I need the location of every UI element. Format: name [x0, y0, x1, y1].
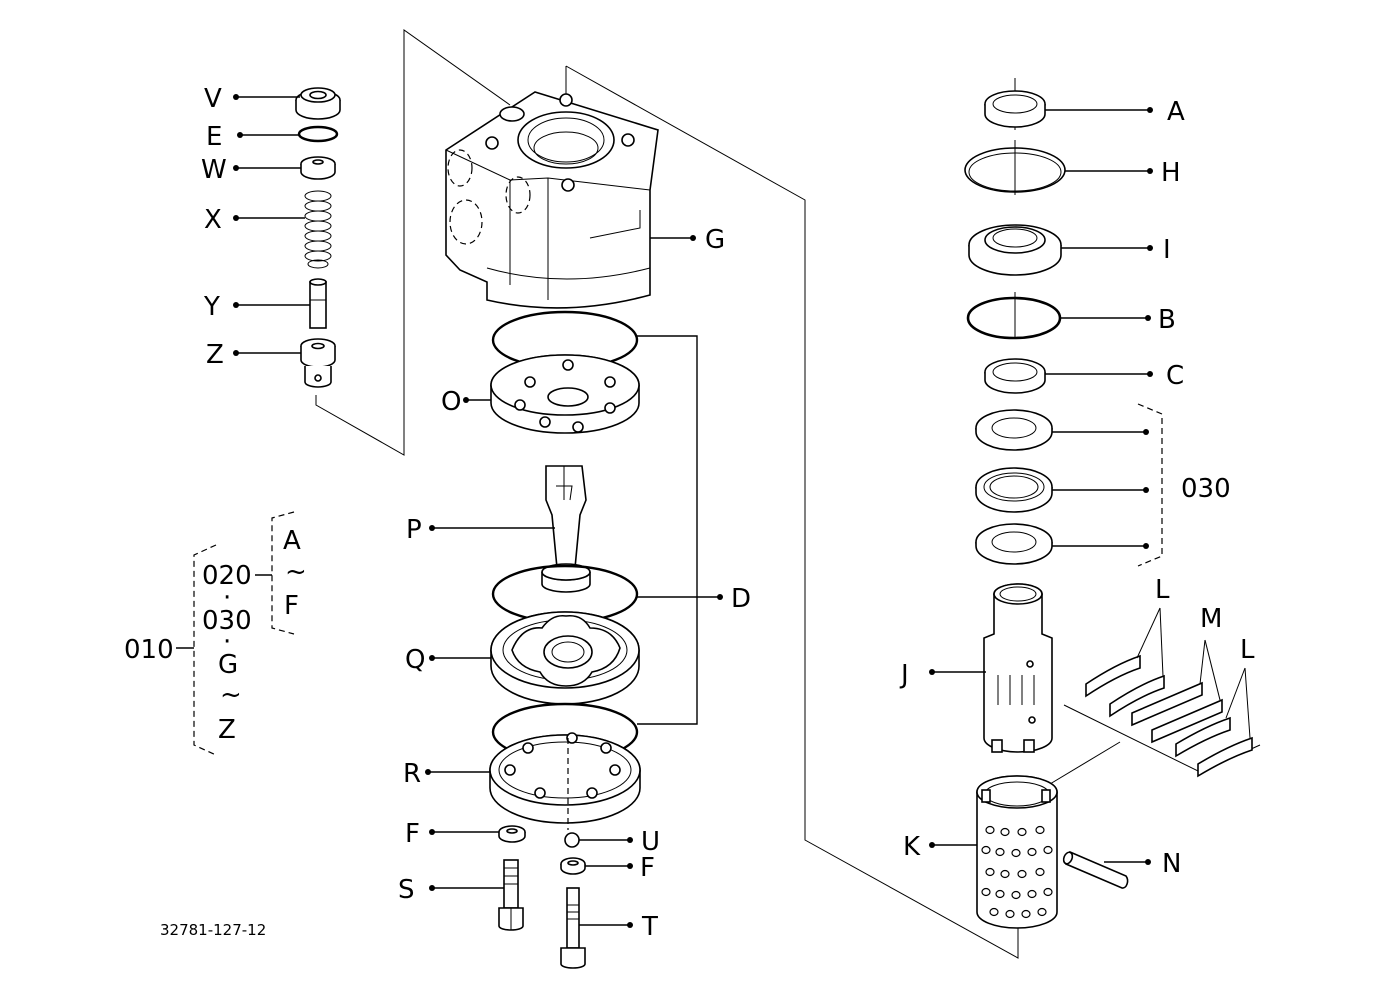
assembly-tree — [176, 511, 295, 756]
sleeve-hole — [1011, 890, 1021, 900]
seal-C — [984, 358, 1046, 394]
housing-G — [445, 91, 659, 309]
label-E: E — [206, 122, 222, 152]
label-W: W — [201, 155, 227, 185]
label-Z: Z — [206, 340, 224, 370]
sleeve-hole — [1005, 909, 1015, 919]
sleeve-hole — [1017, 827, 1027, 837]
tree-030: 030 — [202, 606, 252, 636]
tree-range2-end: Z — [218, 715, 236, 745]
sleeve-hole — [1043, 887, 1053, 897]
tree-range1-end: F — [284, 591, 299, 621]
tree-range2-tilde: ~ — [220, 680, 242, 710]
sleeve-hole — [981, 845, 991, 855]
label-G: G — [705, 225, 725, 255]
tree-range2-start: G — [218, 650, 238, 680]
sleeve-K-holes — [981, 825, 1053, 919]
sleeve-hole — [989, 907, 999, 917]
label-F-right: F — [640, 853, 655, 883]
drawing-number: 32781-127-12 — [160, 921, 266, 939]
assembly-tree-labels: 010 020 · 030 · G ~ Z A ~ F — [124, 526, 307, 745]
springs-LML — [1039, 607, 1261, 791]
sleeve-hole — [1027, 847, 1037, 857]
label-N: N — [1162, 849, 1181, 879]
oring-B — [966, 296, 1062, 340]
sleeve-hole — [1011, 848, 1021, 858]
sleeve-hole — [981, 887, 991, 897]
label-P: P — [406, 515, 422, 545]
label-Q: Q — [405, 645, 425, 675]
spring-X — [304, 190, 332, 269]
snap-ring-H — [964, 147, 1066, 193]
sleeve-hole — [985, 867, 995, 877]
label-B: B — [1158, 305, 1176, 335]
tree-dot-2: · — [223, 627, 231, 657]
oring-E — [297, 125, 339, 143]
label-H: H — [1161, 158, 1181, 188]
plate-O — [490, 354, 640, 434]
label-M: M — [1200, 604, 1222, 634]
label-R: R — [403, 759, 421, 789]
drive-shaft-P — [541, 465, 591, 593]
sleeve-hole — [1000, 827, 1010, 837]
sleeve-hole — [1027, 889, 1037, 899]
label-L-top: L — [1155, 575, 1170, 605]
left-leaders — [233, 94, 310, 356]
relief-valve-stack — [295, 87, 341, 388]
seal-housing-I — [968, 224, 1062, 276]
plug-V — [295, 87, 341, 120]
bushing-A — [984, 90, 1046, 128]
tree-range1-tilde: ~ — [285, 557, 307, 587]
sleeve-hole — [1035, 825, 1045, 835]
bolt-S — [498, 859, 524, 931]
sleeve-hole — [1021, 909, 1031, 919]
label-C: C — [1166, 361, 1184, 391]
sleeve-hole — [1017, 869, 1027, 879]
pin-N — [1062, 850, 1129, 889]
outer-sleeve-K — [976, 775, 1058, 929]
bracket-D — [637, 335, 723, 725]
spool-J — [983, 583, 1053, 753]
label-T: T — [641, 912, 658, 942]
washer-W — [300, 156, 336, 180]
tree-root-010: 010 — [124, 635, 174, 665]
label-K: K — [903, 832, 921, 862]
gerotor-Q — [490, 611, 640, 705]
label-S: S — [398, 875, 415, 905]
sleeve-hole — [1043, 845, 1053, 855]
label-X: X — [204, 205, 222, 235]
bearing-group-030 — [975, 409, 1053, 565]
label-F-left: F — [405, 819, 420, 849]
label-U: U — [641, 827, 660, 857]
sleeve-hole — [1035, 867, 1045, 877]
tree-range1-start: A — [283, 526, 301, 556]
label-O: O — [441, 387, 461, 417]
poppet-Y — [309, 278, 327, 329]
label-030: 030 — [1181, 474, 1231, 504]
label-A: A — [1167, 97, 1185, 127]
sleeve-hole — [1000, 869, 1010, 879]
tree-dot-1: · — [223, 583, 231, 613]
label-I: I — [1163, 235, 1171, 265]
washer-F-left — [498, 825, 526, 843]
label-D: D — [731, 584, 751, 614]
bolt-T — [560, 887, 586, 969]
label-J: J — [899, 660, 909, 690]
ball-U — [564, 832, 580, 848]
sleeve-hole — [985, 825, 995, 835]
label-V: V — [204, 84, 222, 114]
sleeve-hole — [995, 847, 1005, 857]
label-L-right: L — [1240, 635, 1255, 665]
assembly-guide-lines — [315, 29, 1019, 959]
seat-Z — [300, 338, 336, 388]
sleeve-hole — [1037, 907, 1047, 917]
washer-F-right — [560, 857, 586, 875]
label-Y: Y — [203, 292, 220, 322]
part-labels: V E W X Y Z G O P D Q R F F U S T A H I … — [201, 84, 1255, 942]
bracket-030 — [1052, 403, 1163, 567]
end-cap-R — [489, 732, 641, 824]
tree-020: 020 — [202, 561, 252, 591]
sleeve-hole — [995, 889, 1005, 899]
